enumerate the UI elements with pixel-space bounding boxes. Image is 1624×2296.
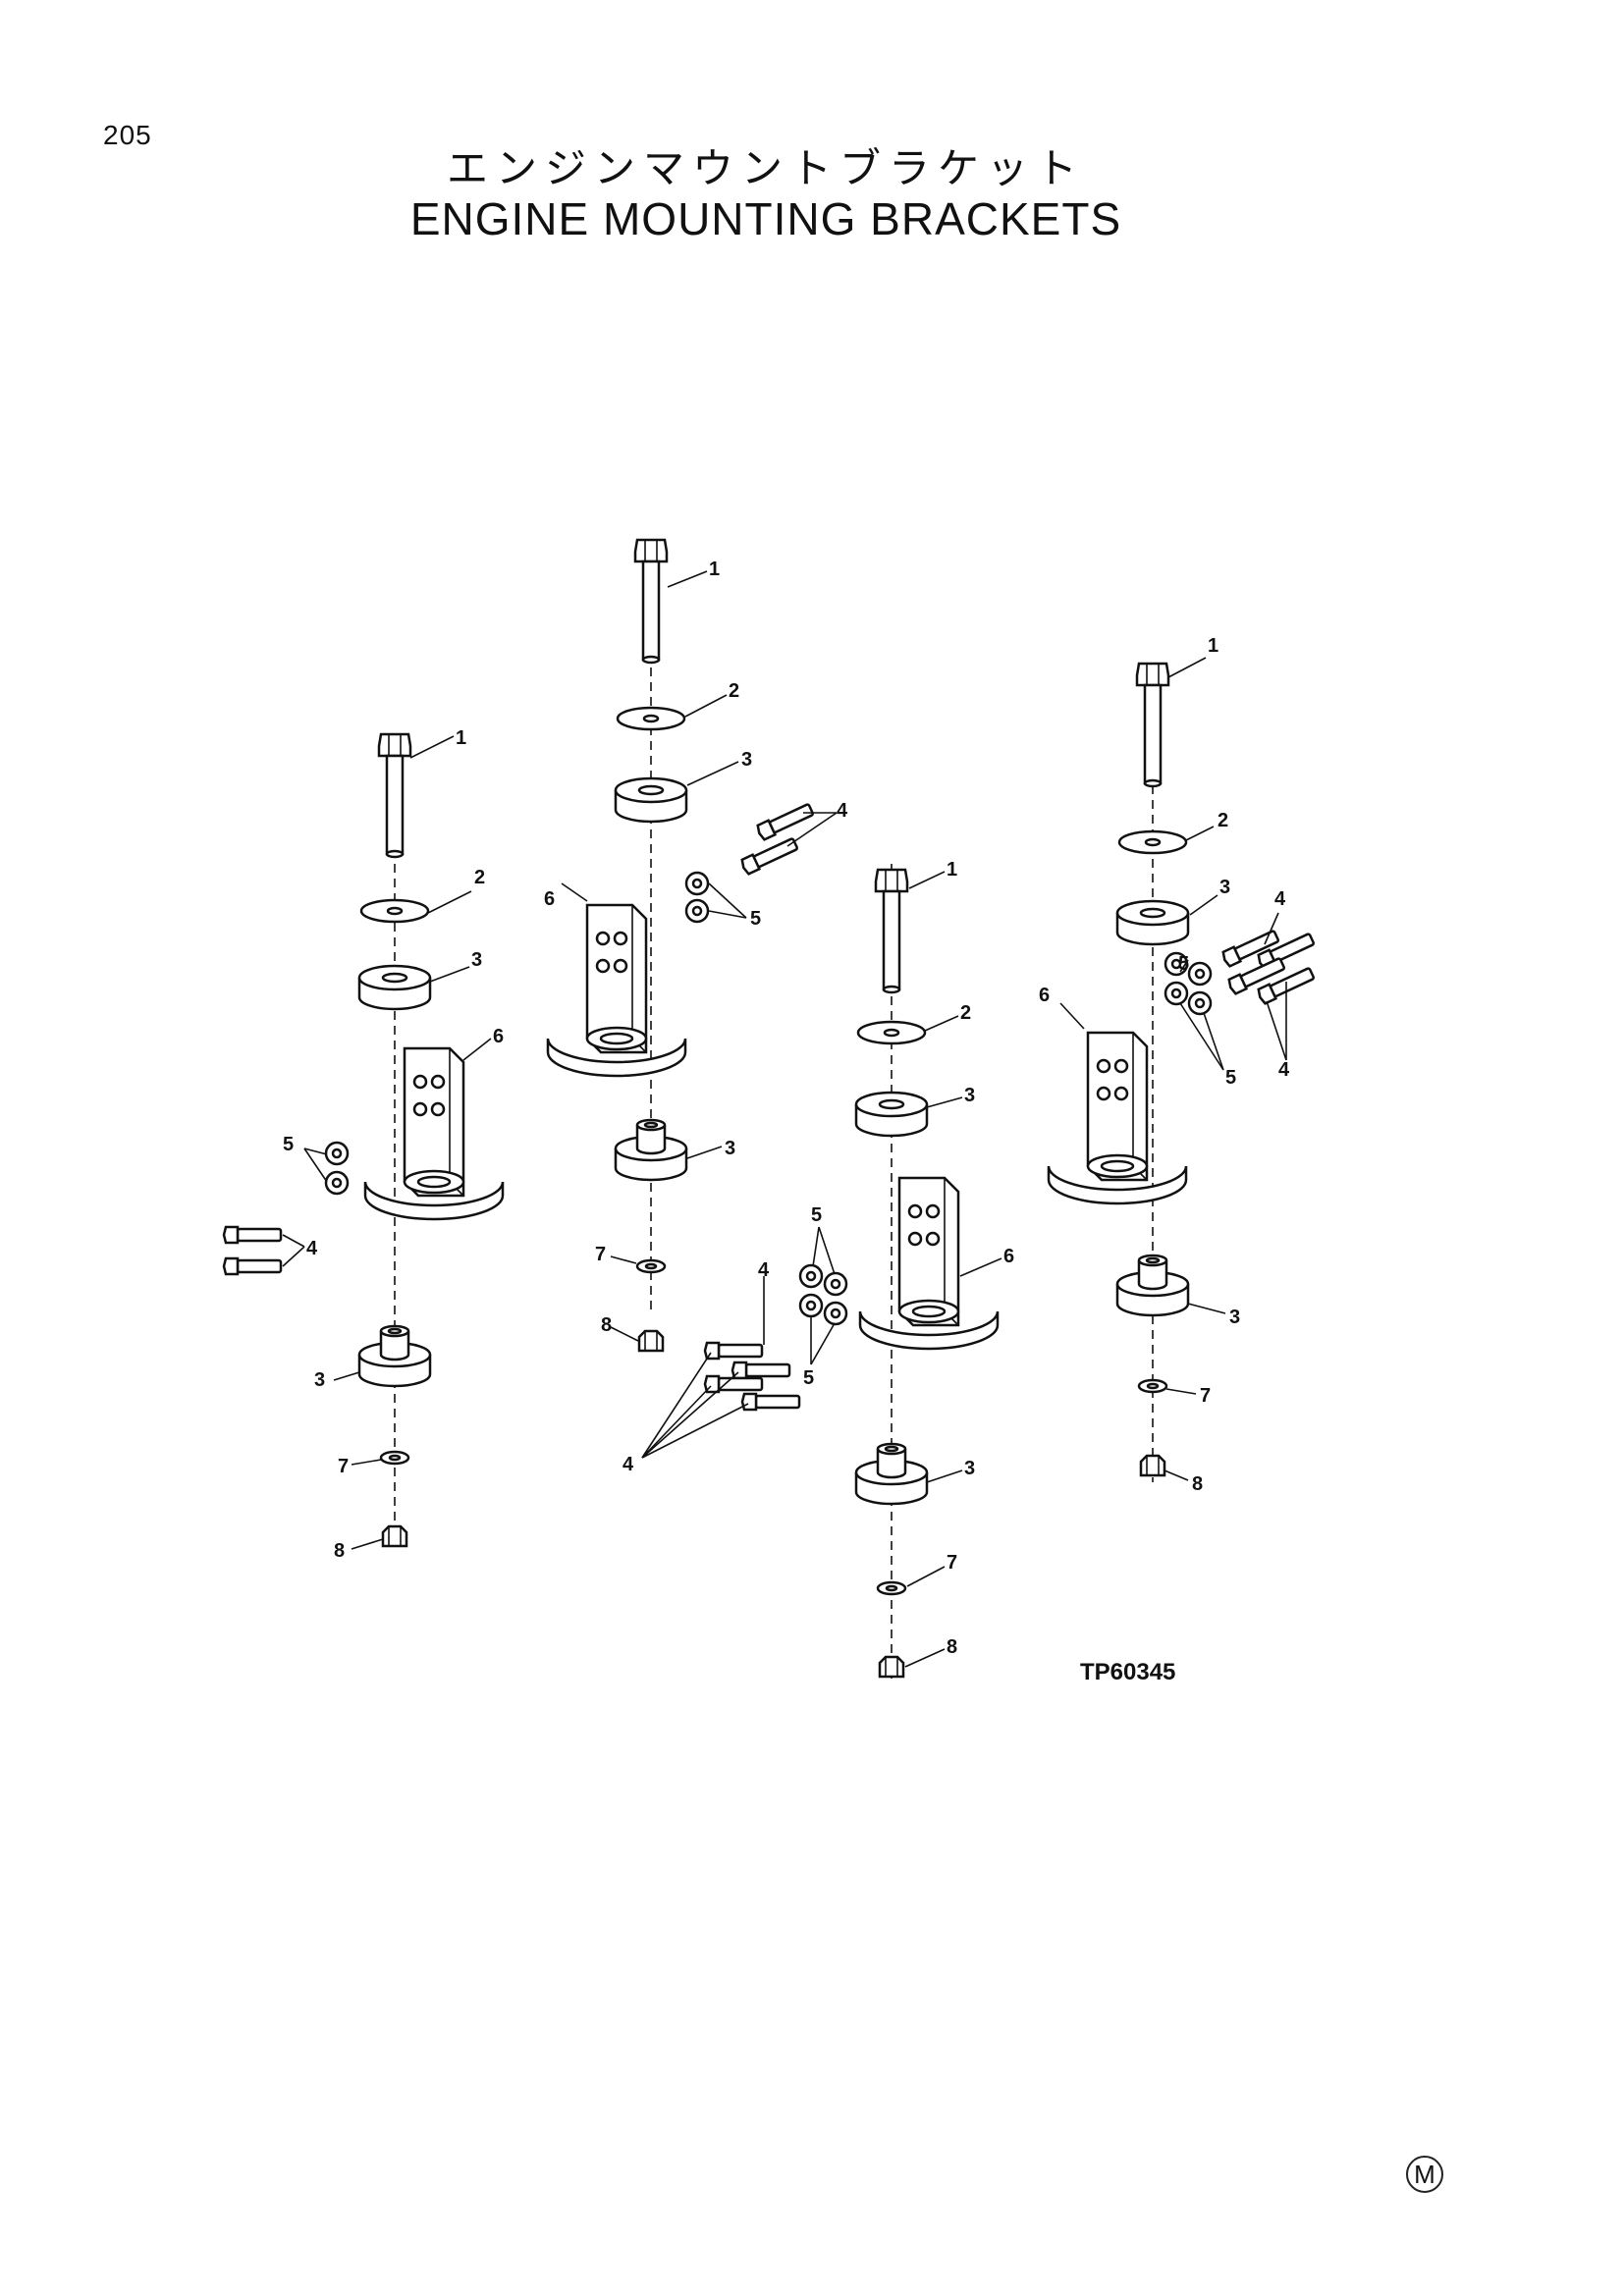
assembly-left (222, 732, 505, 1550)
callout-7-right: 7 (1200, 1385, 1211, 1407)
callout-2-lower-center: 2 (960, 1002, 971, 1024)
callout-3-lower-center-lower: 3 (964, 1458, 975, 1479)
callout-3-left-lower: 3 (314, 1369, 325, 1391)
page-title: ENGINE MOUNTING BRACKETS (409, 193, 1122, 244)
callout-5-left: 5 (283, 1134, 294, 1155)
callout-4-lower-center-upper: 4 (758, 1259, 770, 1281)
callout-5-right-upper: 5 (1178, 953, 1189, 975)
callout-4-right-lower: 4 (1278, 1059, 1290, 1081)
callout-7-lower-center: 7 (947, 1552, 957, 1574)
callout-2-right: 2 (1218, 810, 1228, 831)
callout-4-center: 4 (837, 800, 848, 822)
callout-5-lower-center-lower: 5 (803, 1367, 814, 1389)
circled-m-mark: M (1406, 2156, 1443, 2193)
assembly-right (1047, 657, 1317, 1482)
callout-7-left: 7 (338, 1456, 349, 1477)
callout-5-right-lower: 5 (1225, 1067, 1236, 1089)
callout-3-center-upper: 3 (741, 749, 752, 771)
callout-3-lower-center-upper: 3 (964, 1085, 975, 1106)
callout-1-lower-center: 1 (947, 859, 957, 881)
callout-5-lower-center-upper: 5 (811, 1204, 822, 1226)
page-number: 205 (103, 120, 152, 150)
callout-3-right-lower: 3 (1229, 1307, 1240, 1328)
callout-6-left: 6 (493, 1026, 504, 1047)
callout-8-center: 8 (601, 1314, 612, 1336)
callout-1-right: 1 (1208, 635, 1218, 657)
callout-3-center-lower: 3 (725, 1138, 735, 1159)
callout-6-lower-center: 6 (1003, 1246, 1014, 1267)
callout-8-lower-center: 8 (947, 1636, 957, 1658)
callout-1-center: 1 (709, 559, 720, 580)
figure-code: TP60345 (1080, 1659, 1176, 1685)
callout-4-left: 4 (306, 1238, 318, 1259)
callout-2-left: 2 (474, 867, 485, 888)
callout-8-right: 8 (1192, 1473, 1203, 1495)
page-title-japanese: エンジンマウントブラケット (446, 144, 1085, 192)
assembly-center (546, 538, 838, 1353)
callout-3-left-upper: 3 (471, 949, 482, 971)
callout-1-left: 1 (456, 727, 466, 749)
callout-8-left: 8 (334, 1540, 345, 1562)
callout-4-lower-center-lower: 4 (623, 1454, 634, 1475)
callout-6-right: 6 (1039, 985, 1050, 1006)
callout-4-right-upper: 4 (1274, 888, 1286, 910)
callout-6-center: 6 (544, 888, 555, 910)
callout-2-center: 2 (729, 680, 739, 702)
assembly-lower-center (641, 864, 1002, 1679)
callout-3-right-upper: 3 (1219, 877, 1230, 898)
callout-7-center: 7 (595, 1244, 606, 1265)
callout-5-center: 5 (750, 908, 761, 930)
